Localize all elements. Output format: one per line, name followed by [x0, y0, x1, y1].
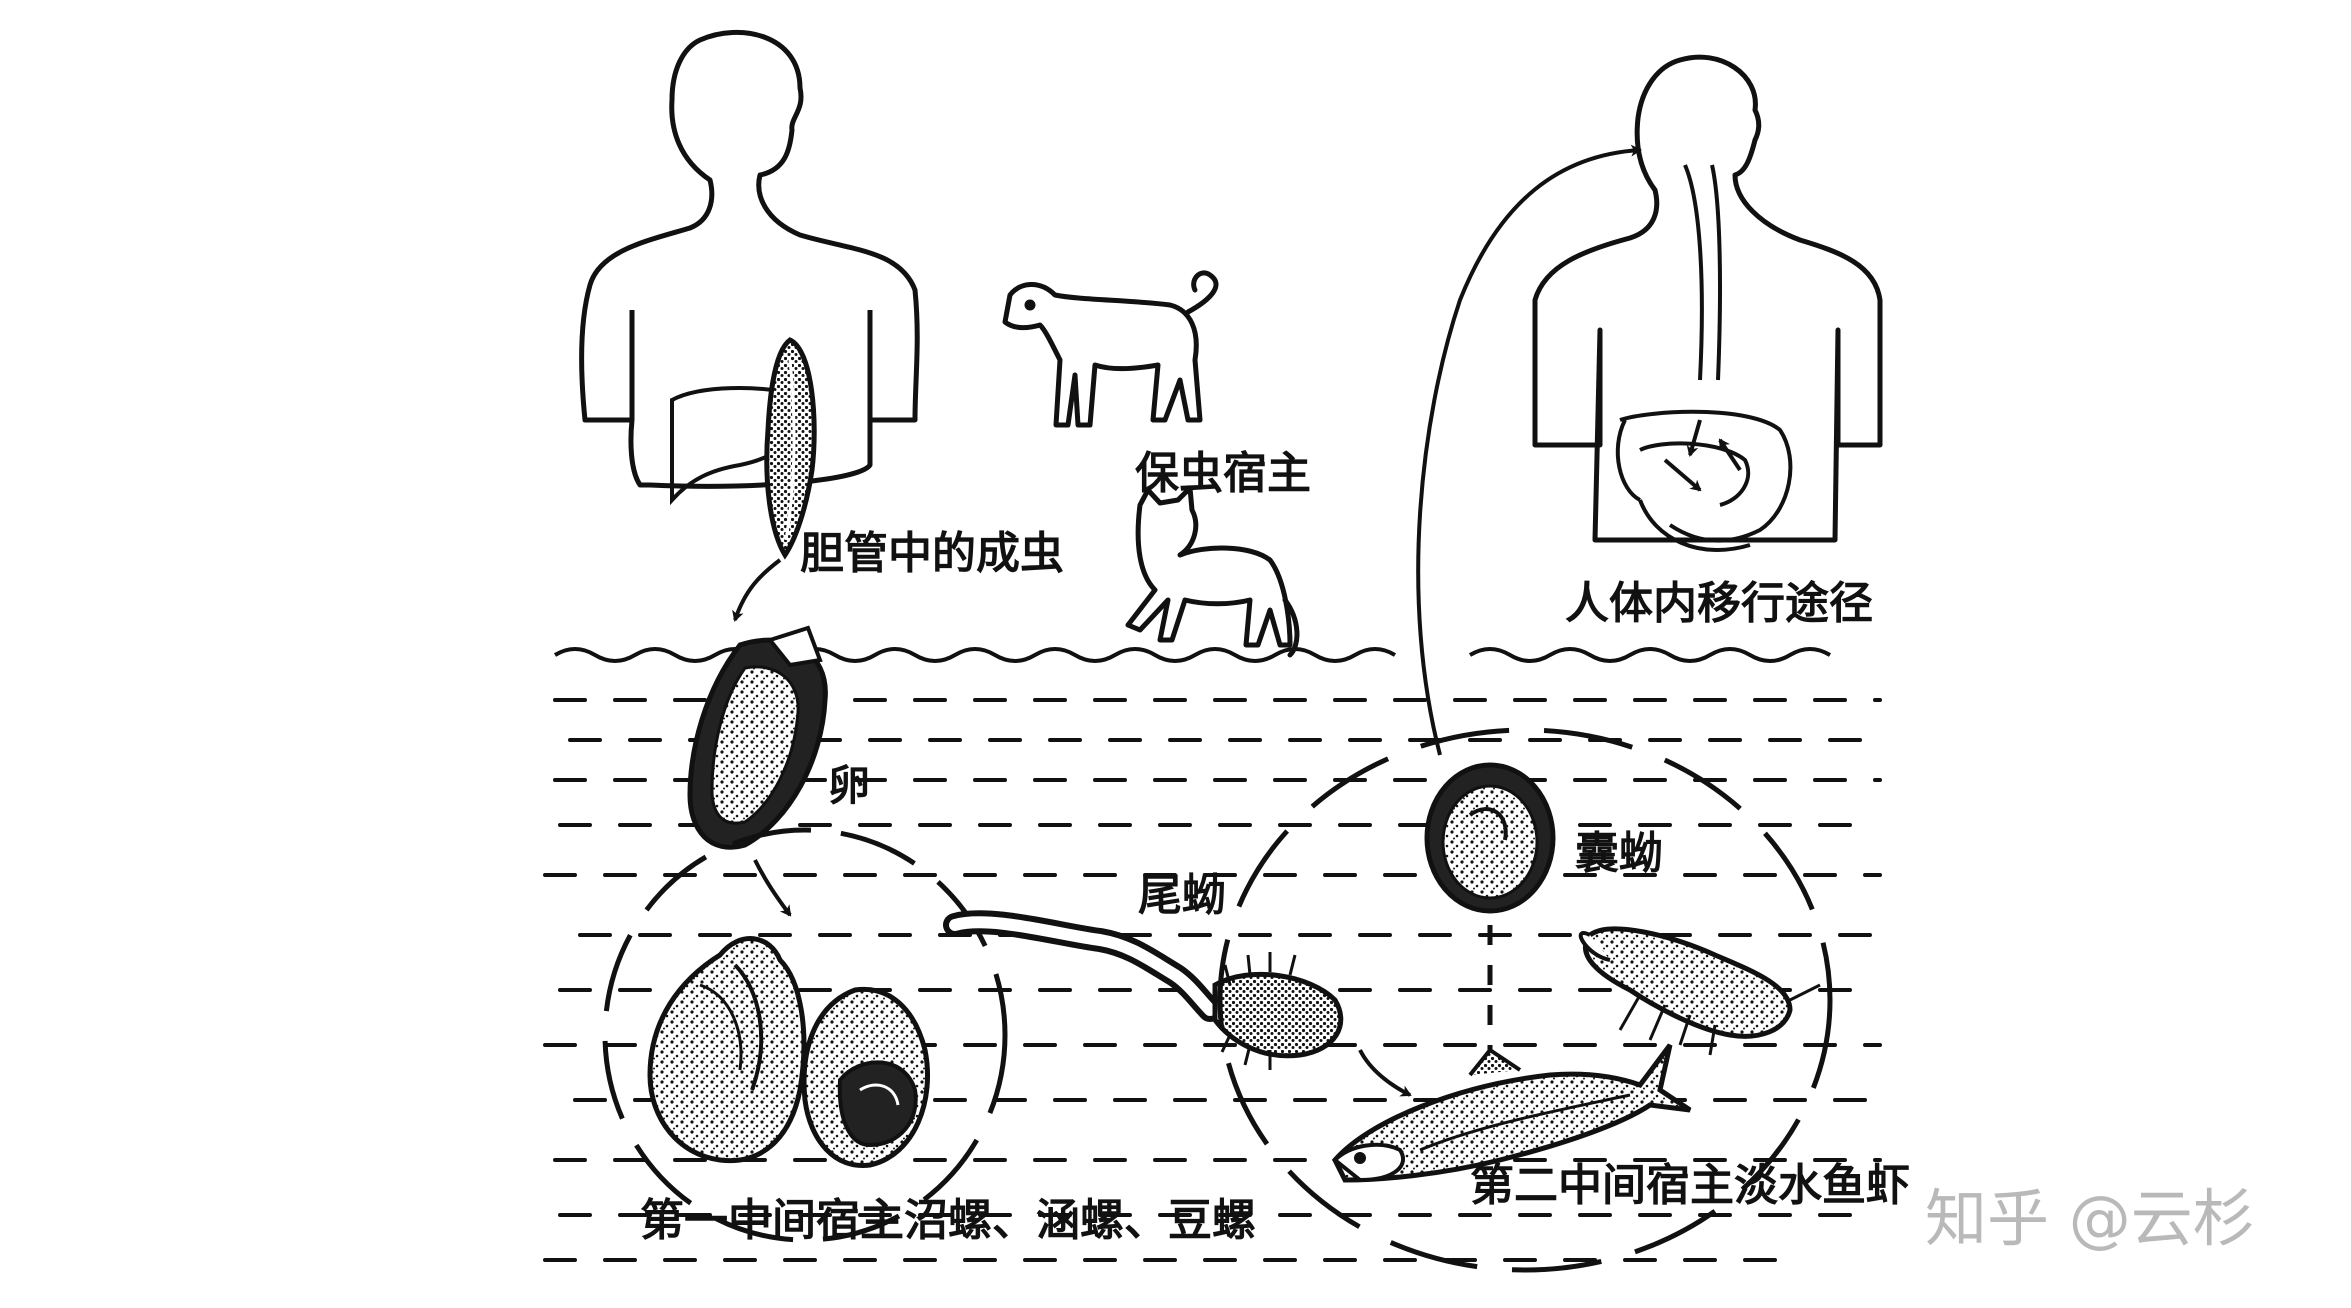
digestive-tract [1615, 164, 1793, 552]
metacercaria-icon [1424, 762, 1556, 914]
human-silhouette-icon [579, 29, 920, 489]
migration-arrows [1663, 419, 1742, 492]
label-adult: 胆管中的成虫 [800, 528, 1064, 579]
first-host-circle [602, 827, 1008, 1243]
second-host-circle [1217, 727, 1833, 1273]
egg-icon [687, 625, 828, 850]
label-cercaria: 尾蚴 [1138, 870, 1226, 921]
cercaria-icon [943, 910, 1344, 1070]
snail-icon [801, 986, 931, 1169]
arrow-egg-to-snail [753, 859, 792, 917]
label-first-host: 第一中间宿主沼螺、涵螺、豆螺 [640, 1195, 1256, 1246]
snail-icon [647, 936, 807, 1164]
label-egg: 卵 [828, 761, 870, 810]
watermark: 知乎 @云杉 [1925, 1182, 2255, 1255]
adult-fluke-icon [764, 337, 817, 560]
dog-icon [1002, 270, 1219, 428]
shrimp-icon [1578, 926, 1821, 1056]
label-reservoir: 保虫宿主 [1135, 448, 1311, 499]
label-migration: 人体内移行途径 [1565, 578, 1873, 629]
arrow-ingestion [1416, 144, 1642, 756]
life-cycle-arrows [732, 144, 1642, 1097]
cat-icon [1125, 485, 1300, 658]
arrow-adult-to-egg [732, 558, 782, 622]
fish-icon [1332, 1043, 1692, 1183]
label-metacercaria: 囊蚴 [1575, 828, 1663, 879]
water-surface [553, 647, 1832, 663]
arrow-cercaria-to-fish [1358, 1049, 1412, 1097]
label-second-host: 第二中间宿主淡水鱼虾 [1470, 1160, 1910, 1211]
human-silhouette-icon [1532, 54, 1883, 543]
